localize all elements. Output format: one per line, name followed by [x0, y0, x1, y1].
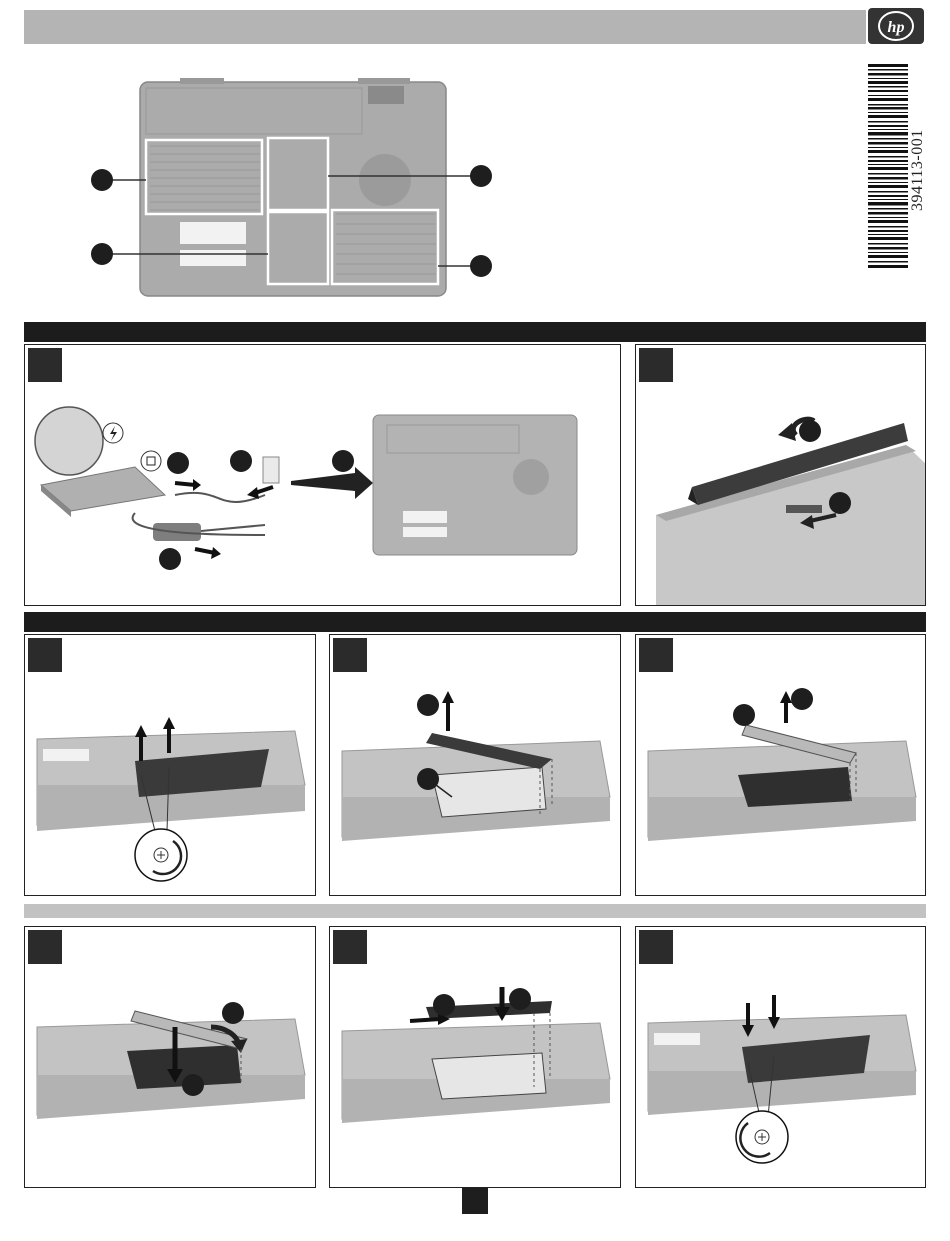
- replace-cover-illustration: [330, 927, 621, 1188]
- header-bar: [24, 10, 866, 44]
- main-bottom-view-diagram: [80, 74, 500, 306]
- disconnect-power-illustration: [25, 345, 621, 606]
- insert-module-illustration: [25, 927, 316, 1188]
- loosen-screws-illustration: [25, 635, 316, 896]
- svg-text:hp: hp: [888, 19, 905, 36]
- part-number: 394113-001: [909, 120, 935, 220]
- lift-cover-illustration: [330, 635, 621, 896]
- panel-lift-module: [635, 634, 926, 896]
- barcode: [868, 64, 908, 268]
- page-marker: [462, 1188, 488, 1214]
- hp-logo-icon: hp: [868, 8, 924, 44]
- tighten-screws-illustration: [636, 927, 926, 1188]
- panel-loosen-screws: [24, 634, 316, 896]
- power-plug-icon: [141, 451, 161, 471]
- section-header-power-battery: [24, 322, 926, 342]
- section-header-install-module: [24, 904, 926, 918]
- remove-battery-illustration: [636, 345, 926, 606]
- section-header-remove-module: [24, 612, 926, 632]
- panel-insert-module: [24, 926, 316, 1188]
- panel-remove-battery: [635, 344, 926, 606]
- panel-disconnect-power: [24, 344, 621, 606]
- panel-tighten-screws: [635, 926, 926, 1188]
- lift-module-illustration: [636, 635, 926, 896]
- panel-replace-cover: [329, 926, 621, 1188]
- panel-lift-cover: [329, 634, 621, 896]
